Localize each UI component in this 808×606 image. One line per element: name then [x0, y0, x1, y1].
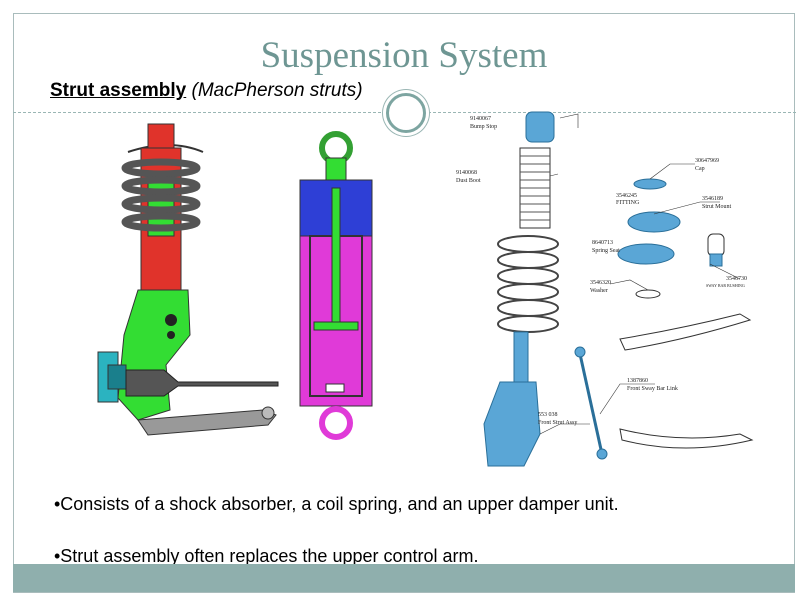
- label-cap-name: Cap: [695, 166, 705, 172]
- label-cap-number: 30647969: [695, 158, 719, 164]
- label-strut-mount-number: 3546189: [702, 196, 723, 202]
- bullet-1: •Consists of a shock absorber, a coil sp…: [54, 494, 619, 514]
- label-strut-assy-number: 553 038: [538, 412, 558, 418]
- label-strut-mount-name: Strut Mount: [702, 204, 732, 210]
- exploded-parts-diagram: 9140067 Bump Stop 9140068 Dust Boot 3064…: [456, 111, 754, 467]
- label-strut-assy-name: Front Strut Assy: [538, 420, 577, 426]
- subtitle-italic: (MacPherson struts): [191, 80, 363, 101]
- footer-accent-bar: [13, 564, 795, 592]
- label-bump-stop-number: 9140067: [470, 116, 491, 122]
- label-sway-bar-link-number: 1387860: [627, 378, 648, 384]
- decorative-ring-icon: [386, 93, 426, 133]
- label-sway-bar-bushing-number: 3546730: [726, 276, 747, 282]
- label-sway-bar-link-name: Front Sway Bar Link: [627, 386, 678, 392]
- label-spring-seat-number: 8640713: [592, 240, 613, 246]
- damper-cutaway-illustration: [299, 131, 373, 440]
- slide-subtitle: Strut assembly (MacPherson struts): [50, 80, 363, 102]
- label-fitting-number: 3546245: [616, 193, 637, 199]
- subtitle-bold: Strut assembly: [50, 80, 187, 101]
- label-spring-seat-name: Spring Seat: [592, 248, 620, 254]
- label-fitting-name: FITTING: [616, 200, 640, 206]
- label-dust-boot-name: Dust Boot: [456, 178, 481, 184]
- slide-frame: [13, 13, 795, 593]
- label-sway-bar-bushing-name: SWAY BAR BUSHING: [706, 283, 745, 288]
- slide-title: Suspension System: [260, 35, 548, 76]
- bullet-2: •Strut assembly often replaces the upper…: [54, 546, 479, 566]
- label-washer-number: 3546320: [590, 280, 611, 286]
- label-washer-name: Washer: [590, 288, 608, 294]
- label-dust-boot-number: 9140068: [456, 170, 477, 176]
- strut-assembly-illustration: [97, 123, 279, 436]
- label-bump-stop-name: Bump Stop: [470, 124, 497, 130]
